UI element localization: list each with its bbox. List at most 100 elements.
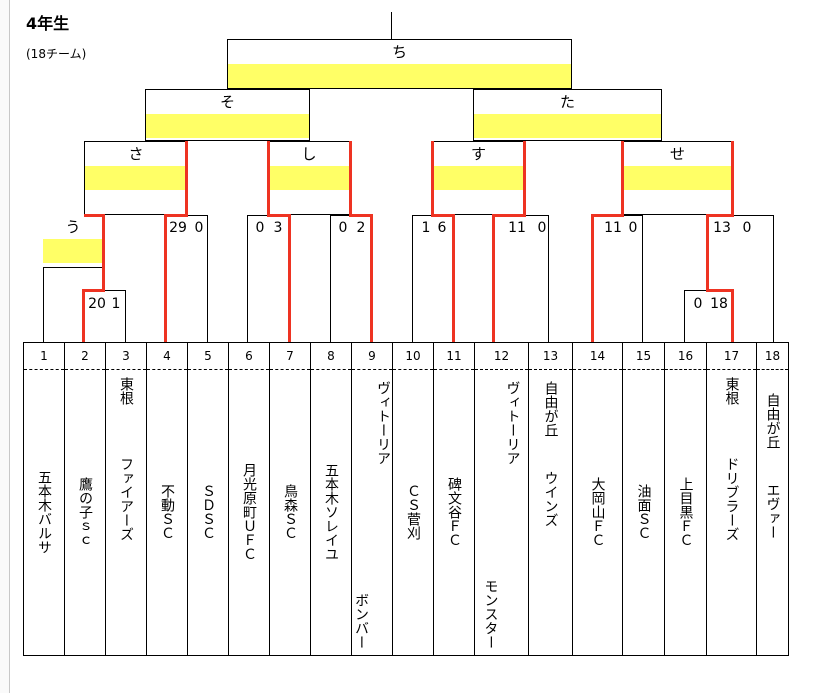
team-number: 17	[707, 343, 756, 370]
team-number: 16	[665, 343, 706, 370]
round-qf4-box: せ	[622, 141, 733, 215]
team-name: 不動ＳＣ	[159, 484, 175, 540]
team-number: 11	[434, 343, 474, 370]
team-number: 1	[24, 343, 64, 370]
team-cell: 1 五本木バルサ	[24, 343, 65, 655]
team-name-line: 東根	[723, 377, 740, 405]
team-name-line: モンスター	[482, 579, 499, 649]
score-right: 0	[194, 220, 204, 236]
team-name: 油面ＳＣ	[635, 484, 652, 540]
team-cell: 18 自由が丘 エヴァー	[757, 343, 788, 655]
team-name: 五本木ソレイユ	[323, 463, 339, 561]
team-name: 月光原町ＵＦＣ	[241, 463, 257, 561]
sheet-edge	[0, 0, 10, 693]
score-right: 2	[356, 220, 366, 236]
team-cell: 15 油面ＳＣ	[623, 343, 665, 655]
team-cell: 12 モンスター ヴィトーリア	[475, 343, 529, 655]
score-left: 0	[255, 220, 265, 236]
round-label: う	[65, 218, 81, 236]
score-left: 20	[88, 296, 106, 312]
team-number: 6	[229, 343, 269, 370]
score-right: 3	[273, 220, 283, 236]
team-number: 5	[188, 343, 228, 370]
round-final-box: ち	[227, 39, 572, 89]
team-name-line: 自由が丘	[764, 393, 781, 449]
result-bar	[623, 166, 732, 190]
score-right: 0	[742, 220, 752, 236]
team-name-line: ファイアーズ	[118, 457, 134, 541]
result-bar	[43, 239, 103, 263]
team-cell: 6 月光原町ＵＦＣ	[229, 343, 270, 655]
page-title: 4年生	[26, 14, 70, 33]
team-number: 3	[106, 343, 146, 370]
result-bar	[433, 166, 524, 190]
team-cell: 11 碑文谷ＦＣ	[434, 343, 475, 655]
team-cell: 7 鳥森ＳＣ	[270, 343, 311, 655]
score-left: 11	[508, 220, 526, 236]
team-name: 碑文谷ＦＣ	[446, 477, 462, 547]
score-left: 0	[338, 220, 348, 236]
team-number: 9	[352, 343, 392, 370]
round-semi-left-box: そ	[145, 89, 310, 141]
team-number: 7	[270, 343, 310, 370]
round-label: た	[559, 93, 575, 111]
team-name: ＳＤＳＣ	[200, 484, 216, 540]
score-right: 18	[710, 296, 728, 312]
team-name-line: ドリブラーズ	[723, 457, 740, 541]
team-number: 15	[623, 343, 664, 370]
score-right: 1	[111, 296, 121, 312]
team-name: ＣＳ菅刈	[405, 484, 421, 540]
team-name: 上目黒ＦＣ	[677, 477, 694, 547]
result-bar	[228, 64, 571, 88]
team-cell: 17 東根 ドリブラーズ	[707, 343, 757, 655]
team-name: 鷹の子ｓｃ	[77, 477, 93, 547]
result-bar	[146, 114, 309, 138]
team-number: 13	[529, 343, 572, 370]
team-cell: 3 東根 ファイアーズ	[106, 343, 147, 655]
result-bar	[474, 114, 661, 138]
team-name-line: ウインズ	[542, 471, 559, 527]
team-table: 1 五本木バルサ 2 鷹の子ｓｃ 3 東根 ファイアーズ 4 不動ＳＣ 5 ＳＤ…	[23, 342, 789, 656]
team-name-line: ボンバー	[353, 593, 369, 649]
team-cell: 14 大岡山ＦＣ	[573, 343, 623, 655]
team-name: 五本木バルサ	[36, 470, 52, 554]
result-bar	[85, 166, 187, 190]
team-cell: 10 ＣＳ菅刈	[393, 343, 434, 655]
team-cell: 16 上目黒ＦＣ	[665, 343, 707, 655]
team-name-line: 自由が丘	[542, 381, 559, 437]
round-label: ち	[391, 43, 407, 61]
round-label: し	[301, 145, 317, 163]
round-qf3-box: す	[432, 141, 525, 215]
score-right: 0	[628, 220, 638, 236]
team-cell: 8 五本木ソレイユ	[311, 343, 352, 655]
team-cell: 2 鷹の子ｓｃ	[65, 343, 106, 655]
team-name-line: 東根	[118, 377, 134, 405]
score-left: 0	[693, 296, 703, 312]
result-bar	[269, 166, 349, 190]
team-number: 18	[757, 343, 788, 370]
team-number: 12	[475, 343, 528, 370]
team-count: (18チーム)	[26, 47, 87, 61]
team-name: 鳥森ＳＣ	[282, 484, 298, 540]
team-cell: 4 不動ＳＣ	[147, 343, 188, 655]
round-label: そ	[219, 93, 235, 111]
round-pre-box: う	[43, 215, 104, 268]
score-left: 13	[713, 220, 731, 236]
team-number: 8	[311, 343, 351, 370]
round-label: せ	[669, 145, 685, 163]
score-left: 1	[421, 220, 431, 236]
team-cell: 5 ＳＤＳＣ	[188, 343, 229, 655]
score-left: 29	[169, 220, 187, 236]
round-qf1-box: さ	[84, 141, 188, 215]
team-name-line: エヴァー	[764, 483, 781, 539]
team-number: 10	[393, 343, 433, 370]
team-cell: 13 自由が丘 ウインズ	[529, 343, 573, 655]
round-label: す	[470, 145, 486, 163]
team-cell: 9 ボンバー ヴィトーリア	[352, 343, 393, 655]
score-right: 6	[437, 220, 447, 236]
round-qf2-box: し	[268, 141, 350, 215]
team-number: 14	[573, 343, 622, 370]
team-number: 4	[147, 343, 187, 370]
score-right: 0	[537, 220, 547, 236]
team-name-line: ヴィトーリア	[504, 381, 521, 465]
